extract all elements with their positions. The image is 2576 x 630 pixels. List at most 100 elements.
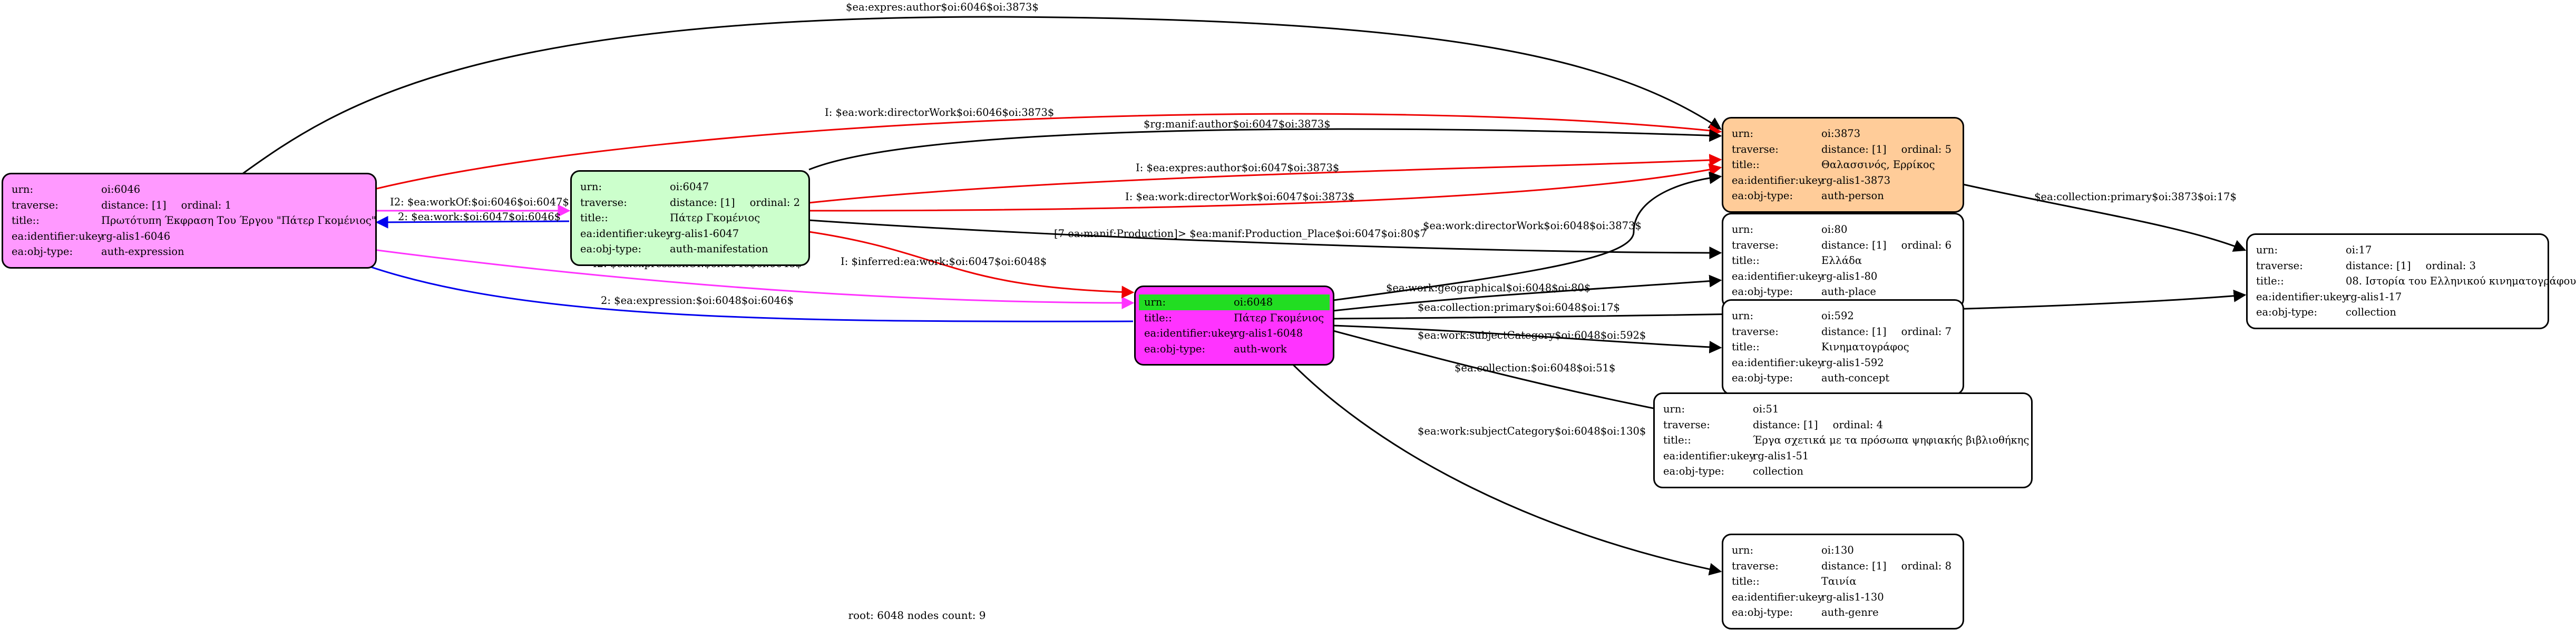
identifier-key: ea:identifier:ukey (580, 227, 672, 240)
obj-type-key: ea:obj-type: (2256, 306, 2318, 318)
edge-3-label: I: $ea:expres:author$oi:6047$oi:3873$ (1136, 162, 1339, 174)
title-key: title:: (1732, 159, 1760, 171)
obj-type-value: auth-person (1821, 190, 1884, 202)
urn-value: oi:6048 (1234, 296, 1273, 308)
edge-15-line (1333, 324, 1722, 353)
title-value: Ταινία (1821, 575, 1857, 587)
title-value: Πάτερ Γκομένιος (1234, 311, 1324, 324)
edge-11-label: $ea:work:directorWork$oi:6048$oi:3873$ (1423, 220, 1642, 232)
identifier-key: ea:identifier:ukey (1732, 174, 1823, 186)
urn-value: oi:130 (1821, 544, 1854, 556)
obj-type-key: ea:obj-type: (12, 245, 73, 258)
identifier-value: rg-alis1-3873 (1821, 174, 1891, 186)
traverse-key: traverse: (1732, 239, 1779, 251)
edge-12-label: $ea:collection:primary$oi:3873$oi:17$ (2034, 191, 2237, 203)
edge-12-line (1963, 183, 2247, 252)
identifier-value: rg-alis1-6047 (670, 227, 739, 240)
urn-value: oi:17 (2346, 244, 2372, 256)
edge-17-line (1280, 351, 1722, 576)
edge-0-line (242, 16, 1722, 175)
ordinal-value: ordinal: 5 (1901, 143, 1951, 155)
traverse-key: traverse: (1732, 325, 1779, 338)
traverse-key: traverse: (1663, 418, 1710, 431)
edge-14-label: $ea:collection:primary$oi:6048$oi:17$ (1418, 301, 1620, 313)
title-value: 08. Ιστορία του Ελληνικού κινηματογράφου (2346, 275, 2576, 287)
urn-key: urn: (1144, 296, 1166, 308)
identifier-value: rg-alis1-17 (2346, 290, 2402, 303)
ordinal-value: ordinal: 6 (1901, 239, 1951, 251)
title-value: Έργα σχετικά με τα πρόσωπα ψηφιακής βιβλ… (1753, 434, 2029, 446)
node-17[interactable]: urn:oi:17 traverse:distance: [1]ordinal:… (2246, 233, 2576, 329)
obj-type-key: ea:obj-type: (1663, 465, 1725, 477)
edge-2-label: $rg:manif:author$oi:6047$oi:3873$ (1144, 118, 1331, 130)
edge-7-line (375, 215, 570, 229)
urn-value: oi:592 (1821, 310, 1854, 322)
identifier-value: rg-alis1-130 (1821, 590, 1884, 603)
edge-1-line (376, 113, 1722, 190)
urn-key: urn: (580, 181, 602, 193)
node-80[interactable]: urn:oi:80 traverse:distance: [1]ordinal:… (1722, 213, 1964, 309)
urn-key: urn: (1663, 403, 1685, 415)
edge-0-label: $ea:expres:author$oi:6046$oi:3873$ (846, 1, 1039, 13)
obj-type-value: collection (1753, 465, 1803, 477)
identifier-value: rg-alis1-6048 (1234, 327, 1303, 339)
obj-type-value: auth-concept (1821, 372, 1890, 384)
obj-type-value: auth-genre (1821, 606, 1879, 618)
identifier-value: rg-alis1-592 (1821, 356, 1884, 369)
edge-13-label: $ea:work:geographical$oi:6048$oi:80$ (1386, 282, 1591, 294)
title-key: title:: (1144, 311, 1172, 324)
urn-value: oi:80 (1821, 223, 1848, 235)
obj-type-value: auth-place (1821, 286, 1876, 298)
node-6048-root[interactable]: urn: oi:6048 title::Πάτερ Γκομένιος ea:id… (1134, 286, 1334, 366)
title-key: title:: (1732, 254, 1760, 267)
identifier-key: ea:identifier:ukey (1732, 356, 1823, 369)
graph-caption: root: 6048 nodes count: 9 (848, 609, 986, 622)
node-51[interactable]: urn: oi:51 traverse: distance: [1] ordinal:… (1653, 392, 2033, 488)
obj-type-value: collection (2346, 306, 2396, 318)
node-3873[interactable]: urn:oi:3873 traverse:distance: [1]ordina… (1722, 117, 1964, 213)
distance-value: distance: [1] (1821, 325, 1887, 338)
node-6046[interactable]: urn:oi:6046 traverse:distance: [1]ordina… (2, 173, 377, 269)
distance-value: distance: [1] (2346, 259, 2411, 272)
identifier-key: ea:identifier:ukey (1663, 449, 1755, 462)
distance-value: distance: [1] (1753, 418, 1818, 431)
node-592[interactable]: urn:oi:592 traverse:distance: [1]ordinal… (1722, 299, 1964, 395)
edge-16-label: $ea:collection:$oi:6048$oi:51$ (1455, 362, 1615, 374)
urn-key: urn: (12, 183, 34, 195)
distance-value: distance: [1] (1821, 143, 1887, 155)
edge-4-label: I: $ea:work:directorWork$oi:6047$oi:3873… (1125, 191, 1354, 203)
node-130[interactable]: urn:oi:130 traverse:distance: [1]ordinal… (1722, 534, 1964, 629)
node-6047[interactable]: urn:oi:6047 traverse:distance: [1]ordina… (570, 170, 810, 266)
obj-type-key: ea:obj-type: (1144, 342, 1206, 355)
ordinal-value: ordinal: 2 (749, 196, 800, 209)
urn-value: oi:51 (1753, 403, 1779, 415)
distance-value: distance: [1] (1821, 239, 1887, 251)
title-value: Κινηματογράφος (1821, 341, 1909, 353)
urn-key: urn: (2256, 244, 2278, 256)
title-key: title:: (1732, 575, 1760, 587)
edge-13-line (1333, 274, 1722, 312)
edge-15-label: $ea:work:subjectCategory$oi:6048$oi:592$ (1418, 329, 1646, 341)
title-key: title:: (12, 214, 40, 227)
ordinal-value: ordinal: 4 (1832, 418, 1883, 431)
edge-8-line (337, 244, 1135, 309)
edge-1-label: I: $ea:work:directorWork$oi:6046$oi:3873… (825, 106, 1054, 119)
edge-7-label: 2: $ea:work:$oi:6047$oi:6046$ (398, 211, 561, 223)
edge-11-line (1333, 171, 1722, 301)
obj-type-key: ea:obj-type: (1732, 190, 1793, 202)
title-key: title:: (1663, 434, 1691, 446)
traverse-key: traverse: (12, 199, 58, 211)
urn-value: oi:3873 (1821, 127, 1861, 140)
obj-type-key: ea:obj-type: (1732, 372, 1793, 384)
title-key: title:: (580, 212, 608, 224)
identifier-key: ea:identifier:ukey (1144, 327, 1236, 339)
obj-type-value: auth-work (1234, 342, 1287, 355)
identifier-value: rg-alis1-6046 (101, 230, 171, 242)
identifier-value: rg-alis1-80 (1821, 270, 1878, 282)
distance-value: distance: [1] (1821, 559, 1887, 572)
edge-5-label: [7 ea:manif:Production]> $ea:manif:Produ… (1054, 228, 1427, 240)
edge-17-label: $ea:work:subjectCategory$oi:6048$oi:130$ (1418, 425, 1646, 437)
ordinal-value: ordinal: 8 (1901, 559, 1951, 572)
obj-type-key: ea:obj-type: (1732, 286, 1793, 298)
edge-3-line (808, 154, 1722, 204)
